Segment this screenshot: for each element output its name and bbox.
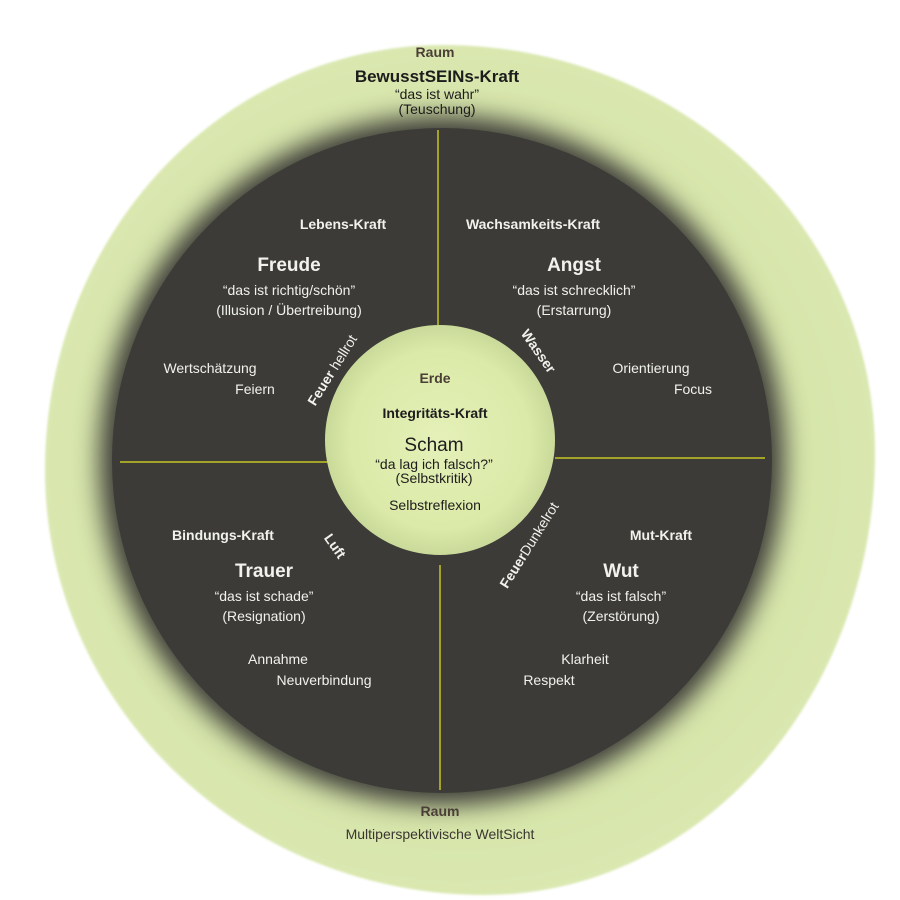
divider-right — [555, 457, 765, 459]
center-shadow: (Selbstkritik) — [395, 470, 473, 486]
top-right-shadow: (Erstarrung) — [536, 302, 612, 318]
bottom-element: Raum — [420, 803, 460, 819]
top-force: BewusstSEINs-Kraft — [354, 67, 520, 86]
bottom-right-quality-1: Klarheit — [561, 651, 609, 667]
center-force: Integritäts-Kraft — [382, 405, 488, 421]
top-left-quote: “das ist richtig/schön” — [222, 282, 356, 298]
top-right-force: Wachsamkeits-Kraft — [465, 216, 601, 232]
bottom-right-emotion: Wut — [603, 561, 639, 582]
top-right-quality-1: Orientierung — [612, 360, 690, 376]
bottom-left-quality-2: Neuverbindung — [276, 672, 372, 688]
top-right-quote: “das ist schrecklich” — [512, 282, 636, 298]
top-left-quality-1: Wertschätzung — [163, 360, 257, 376]
top-left-quality-2: Feiern — [235, 381, 275, 397]
bottom-left-shadow: (Resignation) — [222, 608, 306, 624]
top-shadow: (Teuschung) — [398, 101, 476, 117]
center-circle — [325, 325, 555, 555]
bottom-left-quote: “das ist schade” — [214, 588, 314, 604]
top-right-quality-2: Focus — [673, 381, 713, 397]
top-quote: “das ist wahr” — [394, 86, 480, 102]
bottom-left-emotion: Trauer — [234, 561, 294, 582]
bottom-right-shadow: (Zerstörung) — [582, 608, 660, 624]
bottom-left-force: Bindungs-Kraft — [172, 527, 274, 543]
top-element: Raum — [415, 44, 455, 60]
bottom-left-quality-1: Annahme — [248, 651, 308, 667]
divider-top — [437, 130, 439, 330]
divider-bottom — [439, 565, 441, 790]
bottom-right-quality-2: Respekt — [523, 672, 575, 688]
bottom-right-force: Mut-Kraft — [629, 527, 693, 543]
center-element: Erde — [419, 370, 451, 386]
center-quote: “da lag ich falsch?” — [375, 456, 493, 472]
bottom-caption: Multiperspektivische WeltSicht — [345, 826, 535, 842]
top-left-emotion: Freude — [257, 255, 321, 276]
divider-left — [120, 461, 330, 463]
top-left-shadow: (Illusion / Übertreibung) — [216, 302, 362, 318]
bottom-right-quote: “das ist falsch” — [575, 588, 667, 604]
center-quality: Selbstreflexion — [389, 497, 481, 513]
top-right-emotion: Angst — [547, 255, 601, 276]
center-emotion: Scham — [404, 435, 464, 456]
top-left-force: Lebens-Kraft — [299, 216, 387, 232]
